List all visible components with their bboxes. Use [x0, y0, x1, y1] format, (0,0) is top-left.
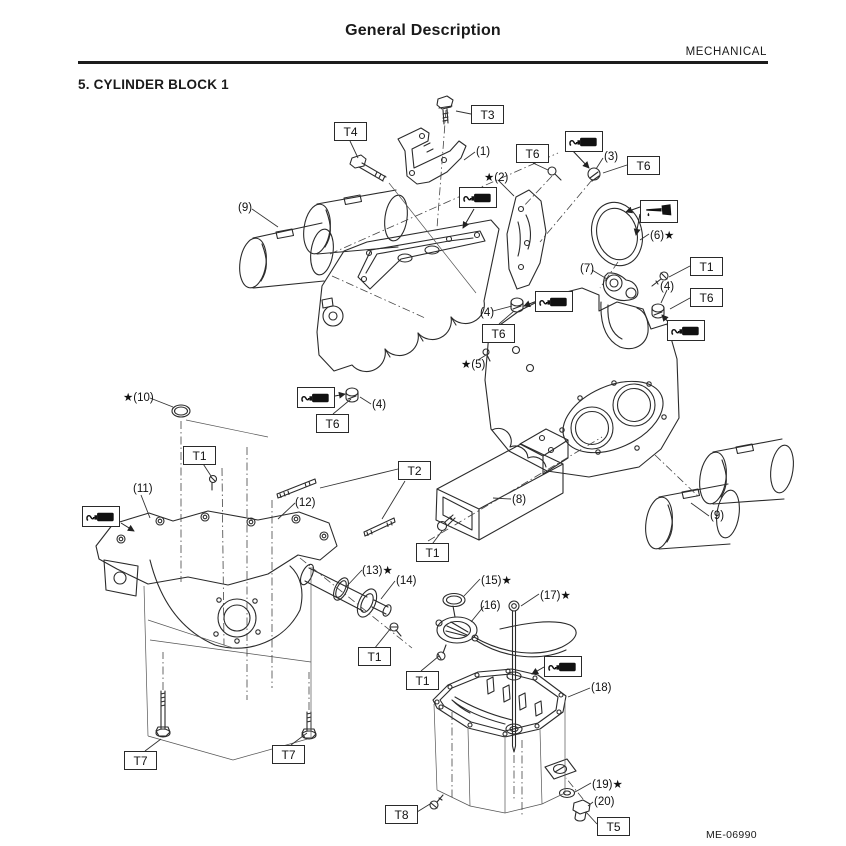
- studs-12-drawing: [276, 478, 396, 537]
- drain-plug-drawing: [544, 758, 591, 822]
- plug-4-drawings: [345, 297, 665, 403]
- leader-lines: [140, 110, 710, 825]
- dipstick-drawing: [505, 600, 523, 753]
- oring-10-drawing: [171, 404, 191, 418]
- screw-t1-crankcase-drawing: [208, 474, 218, 491]
- category-label: MECHANICAL: [685, 46, 767, 58]
- cylinder-block-left-drawing: [316, 219, 500, 373]
- bolt-t3-drawing: [436, 95, 454, 125]
- page-title: General Description: [345, 22, 501, 39]
- bolts-t7-drawing: [155, 690, 317, 740]
- header-rule: [78, 61, 768, 64]
- bolt-t8-drawing: [429, 794, 444, 810]
- bolt-t6-top-drawing: [547, 166, 562, 181]
- crankcase-drawing: [95, 510, 338, 649]
- oil-strainer-drawing: [435, 592, 577, 658]
- bolt-t4-drawing: [349, 154, 387, 182]
- cylinder-block-right-drawing: [484, 287, 680, 478]
- backing-plate-drawing: [506, 189, 547, 290]
- bolt-t1-beam-drawing: [436, 514, 456, 532]
- oil-pan-drawing: [432, 668, 567, 738]
- bearings-right-drawing: [645, 438, 794, 550]
- bracket-part-drawing: [397, 127, 467, 185]
- bolt-strainer-drawing: [436, 644, 447, 661]
- section-heading: 5. CYLINDER BLOCK 1: [78, 77, 229, 92]
- figure-code: ME-06990: [706, 829, 757, 841]
- oil-pump-drawing: [299, 563, 402, 637]
- plug-3-drawing: [587, 167, 601, 182]
- bracket-8-drawing: [435, 428, 569, 541]
- oring-6-drawing: [590, 201, 644, 267]
- part-7-drawing: [602, 272, 639, 302]
- screw-t1-right-drawing: [651, 271, 669, 287]
- center-lines: [162, 109, 701, 815]
- projection-lines: [143, 182, 566, 814]
